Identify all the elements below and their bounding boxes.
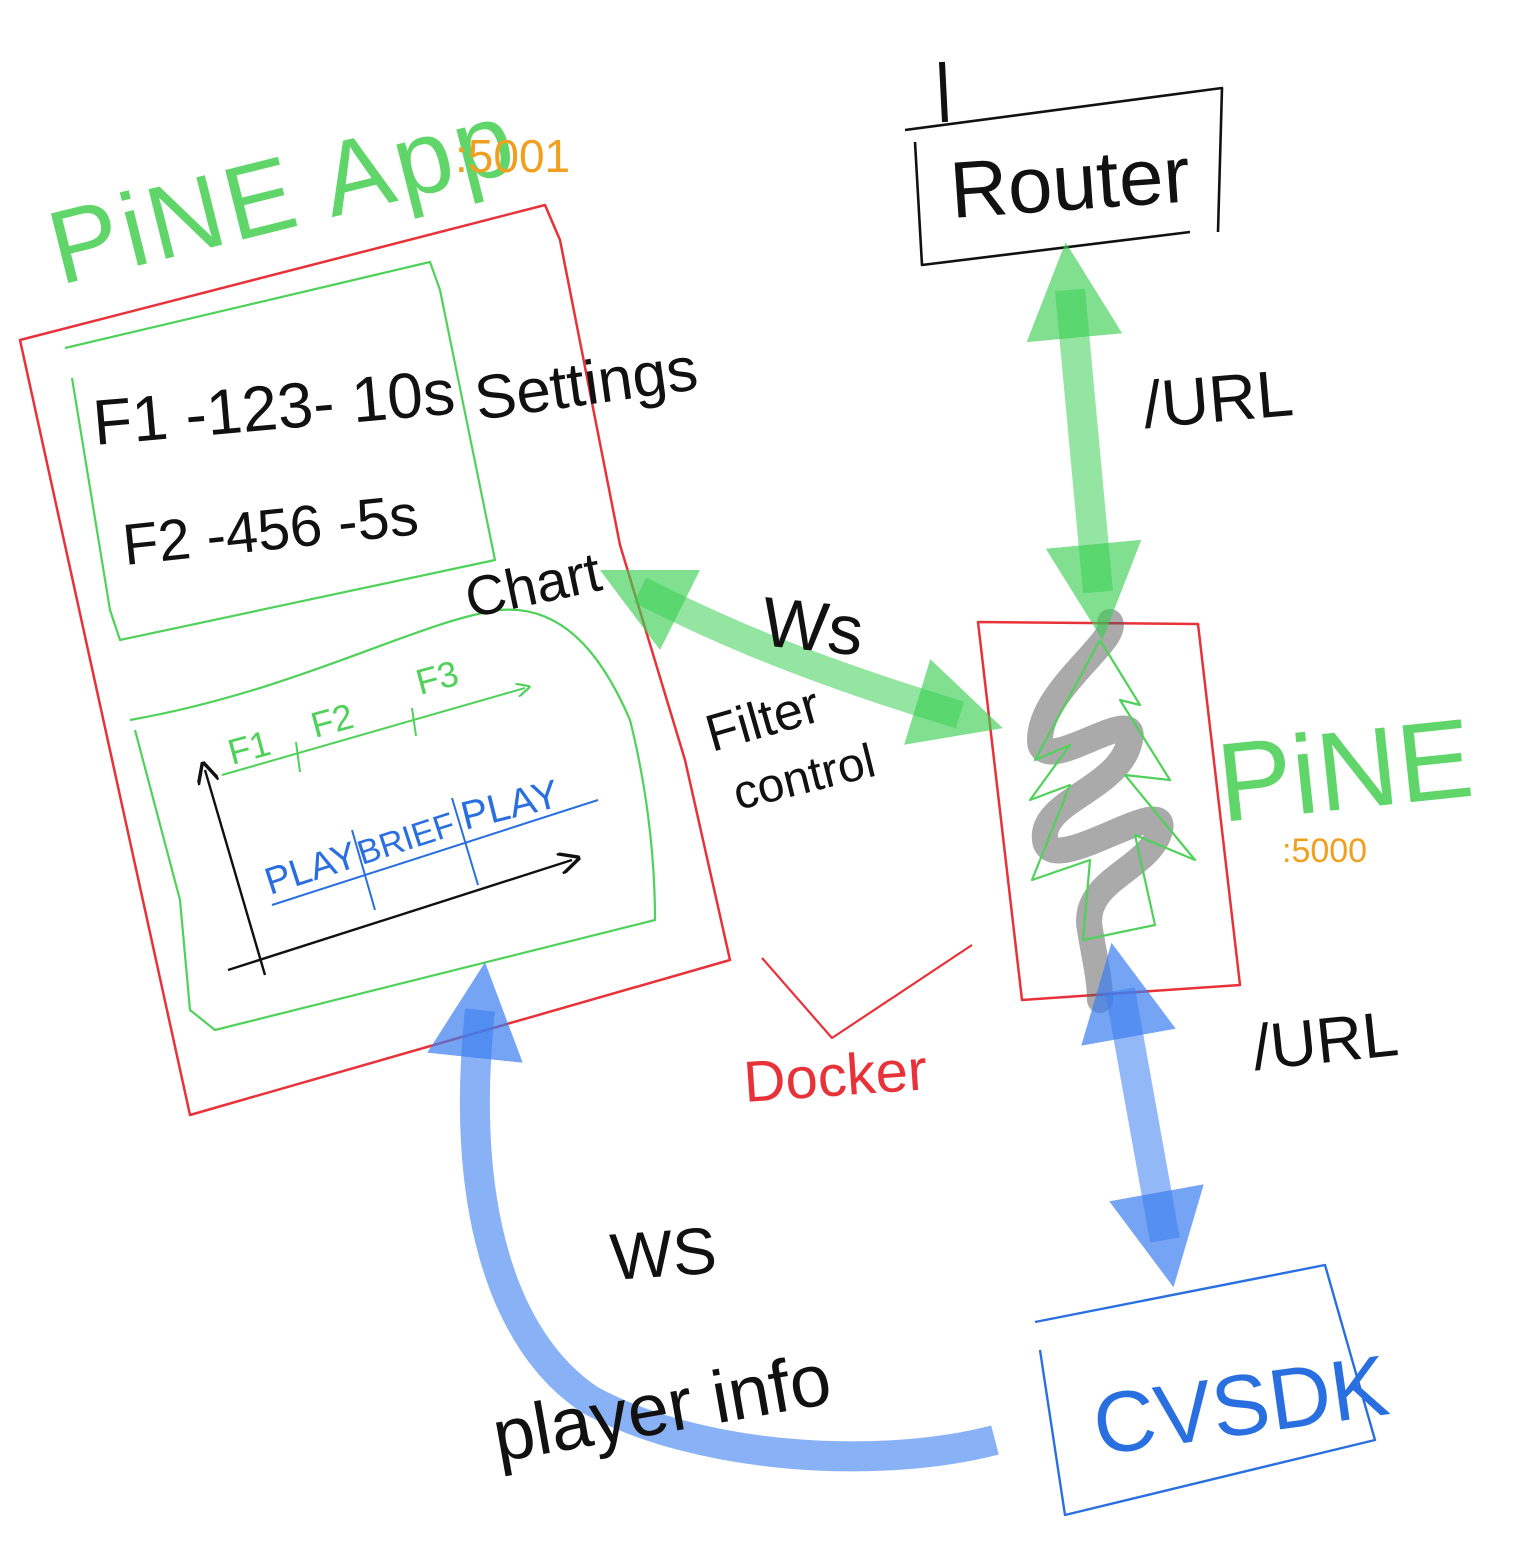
- filter-tick-1: [295, 741, 301, 773]
- pine-app: PiNE App :5001 Settings F1 -123- 10s F2 …: [18, 79, 732, 1117]
- settings-label: Settings: [470, 334, 701, 434]
- segment-divider-1: [351, 829, 376, 911]
- pine-tree-icon: [1028, 638, 1197, 942]
- segment-divider-2: [451, 797, 479, 886]
- docker-bracket: [761, 944, 973, 1040]
- router-url-arrow: [1026, 242, 1142, 640]
- chart-x-axis: [227, 860, 572, 972]
- chart-panel-frame: [129, 608, 657, 1032]
- chart-y-axis: [205, 770, 267, 976]
- filter-f3: F3: [411, 652, 462, 702]
- cvsdk-url-arrow: [1081, 942, 1204, 1288]
- ws-player-arrow: [427, 962, 999, 1472]
- docker-label: Docker: [741, 1037, 929, 1115]
- settings-panel: Settings F1 -123- 10s F2 -456 -5s: [64, 260, 702, 642]
- settings-row-f1: F1 -123- 10s: [90, 356, 458, 459]
- pine-service-frame: [976, 620, 1242, 1002]
- pine-spring-icon: [1027, 609, 1174, 1013]
- cvsdk-label: CVSDK: [1087, 1338, 1394, 1474]
- pine-service-label: PiNE: [1211, 695, 1478, 846]
- pine-service: PiNE :5000: [976, 609, 1478, 1013]
- router-antenna: [939, 61, 948, 123]
- cvsdk-box: [1034, 1263, 1377, 1517]
- link-cvsdk-url: /URL: [1081, 942, 1402, 1288]
- router: Router: [904, 61, 1224, 267]
- segment-band: [271, 799, 599, 906]
- settings-panel-frame: [64, 260, 497, 642]
- ws-filter-arrow: [599, 569, 1003, 745]
- router-url-label: /URL: [1140, 355, 1296, 442]
- ws-player-protocol: WS: [608, 1213, 719, 1294]
- docker: Docker: [741, 944, 973, 1115]
- pine-service-port: :5000: [1282, 832, 1367, 870]
- settings-row-f2: F2 -456 -5s: [120, 482, 422, 578]
- router-label: Router: [947, 129, 1193, 235]
- link-ws-filter: Ws Filter control: [599, 569, 1003, 821]
- pine-app-frame: [18, 203, 732, 1117]
- ws-filter-protocol: Ws: [758, 582, 867, 670]
- cvsdk: CVSDK: [1034, 1263, 1394, 1517]
- pine-app-port: :5001: [455, 130, 570, 182]
- filter-f1: F1: [223, 722, 274, 772]
- cvsdk-url-label: /URL: [1249, 997, 1402, 1084]
- chart-panel: Chart F1 F2 F3 PLAY BRIEF PLAY: [129, 540, 657, 1032]
- filter-timeline: [221, 688, 525, 776]
- chart-label: Chart: [459, 540, 606, 630]
- filter-tick-2: [411, 707, 417, 737]
- link-router-url: /URL: [1026, 242, 1296, 640]
